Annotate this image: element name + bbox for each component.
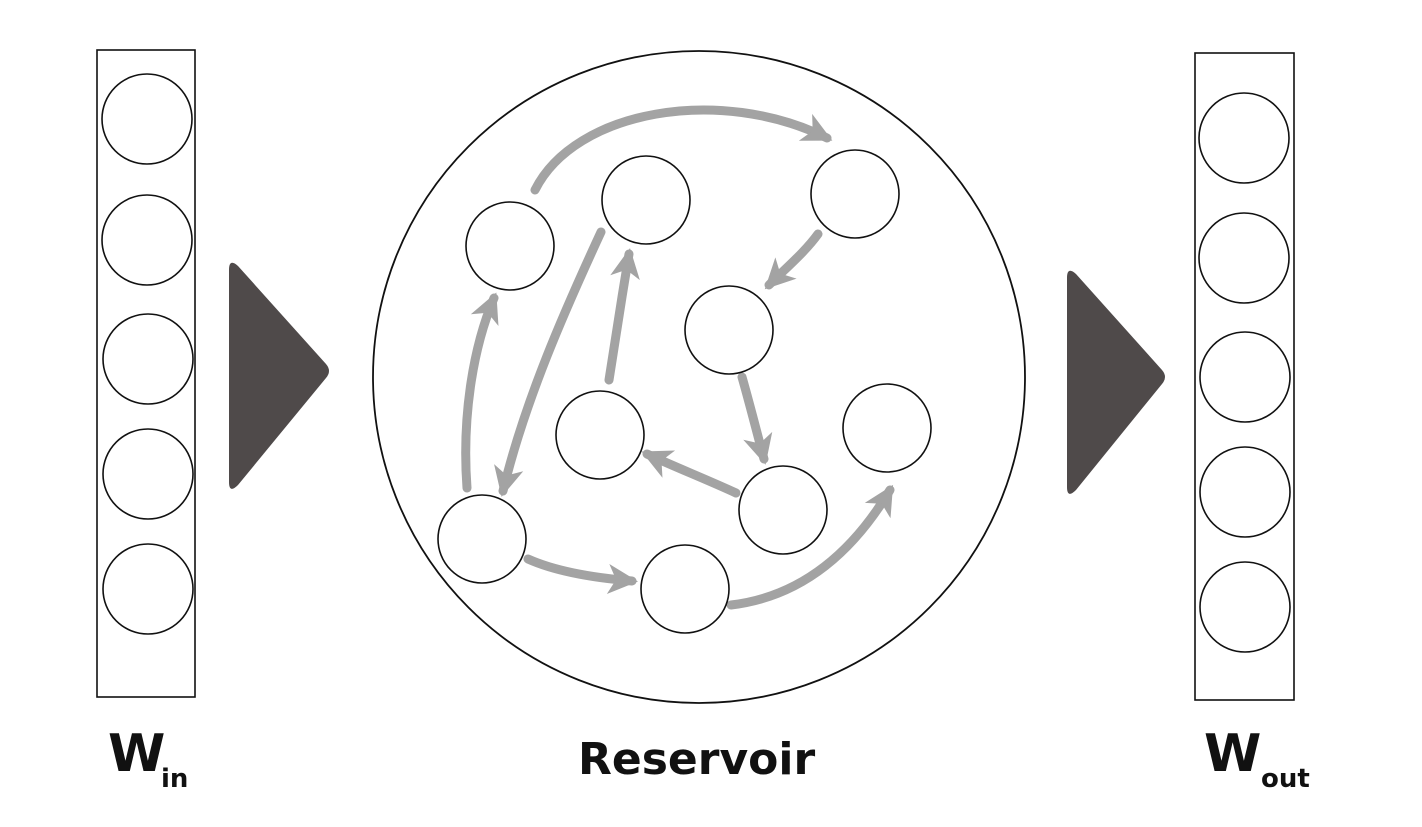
output-transfer-arrow-icon <box>1067 270 1165 494</box>
input-weights-symbol: W <box>108 724 165 784</box>
reservoir-connection <box>641 449 741 498</box>
input-neuron <box>102 428 194 520</box>
reservoir-connection <box>461 292 499 493</box>
reservoir-neuron <box>810 149 900 239</box>
reservoir-neuron <box>601 155 691 245</box>
reservoir-neuron <box>555 390 645 480</box>
input-neuron <box>101 194 193 286</box>
reservoir-connection <box>530 105 833 195</box>
output-neuron <box>1199 561 1291 653</box>
reservoir-neuron <box>640 544 730 634</box>
input-weights-subscript: in <box>161 764 189 794</box>
output-neuron <box>1199 331 1291 423</box>
input-layer <box>96 49 196 698</box>
reservoir-neuron <box>684 285 774 375</box>
output-neuron <box>1198 92 1290 184</box>
output-neuron <box>1198 212 1290 304</box>
reservoir-connection <box>737 372 773 465</box>
output-weights-subscript: out <box>1261 764 1310 794</box>
reservoir-connection <box>604 248 640 385</box>
reservoir-connection <box>523 554 638 594</box>
input-neuron <box>101 73 193 165</box>
input-transfer-arrow-icon <box>229 262 329 489</box>
input-neuron <box>102 543 194 635</box>
reservoir <box>372 50 1026 704</box>
reservoir-neuron <box>437 494 527 584</box>
output-neuron <box>1199 446 1291 538</box>
output-layer <box>1194 52 1295 701</box>
output-weights-label: W <box>1204 728 1261 780</box>
reservoir-connection <box>494 227 606 497</box>
reservoir-neuron <box>842 383 932 473</box>
reservoir-neuron <box>465 201 555 291</box>
reservoir-connection <box>726 484 895 610</box>
reservoir-neuron <box>738 465 828 555</box>
reservoir-connection <box>764 229 823 290</box>
input-weights-label: W <box>108 728 165 780</box>
input-neuron <box>102 313 194 405</box>
reservoir-label: Reservoir <box>578 734 816 785</box>
output-weights-symbol: W <box>1204 724 1261 784</box>
